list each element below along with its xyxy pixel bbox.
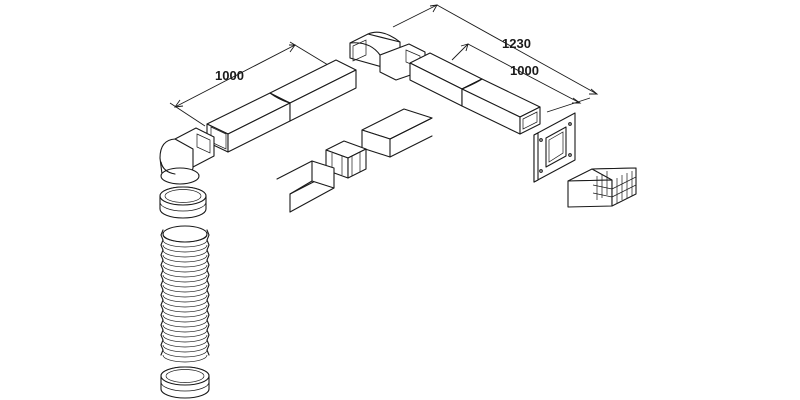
hose-ring: [162, 259, 208, 268]
wall-plate: [533, 112, 576, 183]
round-collar-bottom: [160, 366, 210, 399]
hose-ring: [162, 324, 208, 333]
hose-ring: [162, 344, 208, 353]
straight-duct-center-upper: [361, 108, 433, 158]
louvred-vent-grille: [567, 167, 637, 208]
hose-ring: [162, 334, 208, 343]
hose-ring: [162, 354, 208, 363]
hose-ring: [162, 349, 208, 358]
hose-ring: [162, 304, 208, 313]
hose-ring: [162, 309, 208, 318]
hose-ring: [162, 319, 208, 328]
hose-ring: [162, 339, 208, 348]
dimension-right-run: 1000: [451, 43, 591, 113]
hose-ring: [162, 249, 208, 258]
hose-ring: [162, 244, 208, 253]
round-collar-top: [159, 186, 207, 219]
hose-ring: [162, 254, 208, 263]
duct-connector: [325, 140, 367, 179]
hose-ring: [162, 289, 208, 298]
straight-duct-right-lower: [461, 78, 541, 135]
hose-ring: [162, 299, 208, 308]
dimension-label-left-run: 1000: [215, 68, 244, 83]
hose-ring: [162, 329, 208, 338]
straight-duct-center-lower: [276, 160, 335, 213]
dimension-left-run: 1000: [169, 41, 334, 127]
flexible-hose: [160, 225, 210, 363]
hose-right-edge: [206, 229, 210, 356]
hose-ring: [162, 269, 208, 278]
hose-ring: [162, 284, 208, 293]
hose-ring: [162, 279, 208, 288]
dimension-label-right-run: 1000: [510, 63, 539, 78]
dimension-label-overall: 1230: [502, 36, 531, 51]
dimension-overall: 1230: [392, 4, 599, 95]
hose-ring: [162, 239, 208, 248]
hose-ring: [162, 274, 208, 283]
hose-ring: [162, 294, 208, 303]
grille-slots: [592, 171, 637, 206]
hose-ring: [162, 264, 208, 273]
hose-left-edge: [160, 229, 164, 356]
hose-ring: [162, 314, 208, 323]
round-to-rectangular-elbow: [159, 127, 215, 185]
straight-duct-left-upper: [269, 59, 357, 122]
hose-ring: [162, 234, 208, 243]
straight-duct-left-lower: [206, 92, 291, 153]
